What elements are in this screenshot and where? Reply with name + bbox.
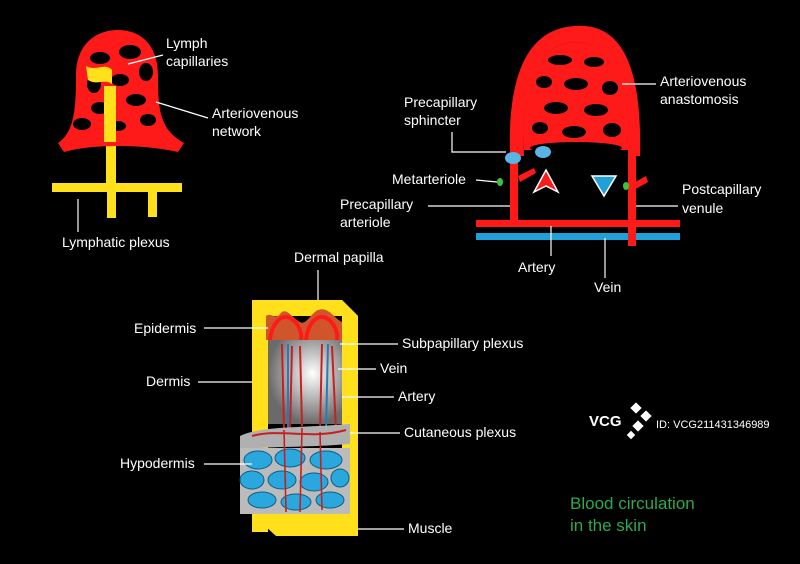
label-dermal-papilla: Dermal papilla <box>294 249 384 265</box>
lymph-capillary-stem <box>104 86 116 142</box>
label-precapillary-arteriole-line2: arteriole <box>340 214 391 230</box>
caption-line1: Blood circulation <box>570 494 695 513</box>
sphincter-right <box>535 146 551 158</box>
cutaneous-plexus-band <box>240 424 350 450</box>
label-postcapillary-venule-line1: Postcapillary <box>682 181 761 197</box>
label-artery-top: Artery <box>518 259 555 275</box>
watermark-logo-text: VCG <box>589 413 622 430</box>
papilla-loop-2 <box>304 315 340 345</box>
lymph-network-illustration <box>52 30 184 218</box>
dermis-layer <box>268 340 342 424</box>
precapillary-arteriole-vessel <box>510 150 518 222</box>
venule-branch <box>628 176 648 192</box>
hypodermal-vessels <box>283 427 323 513</box>
label-lymphatic-plexus: Lymphatic plexus <box>62 234 170 250</box>
leader-metarteriole <box>475 179 498 183</box>
vein-bar <box>476 233 680 240</box>
label-vein: Vein <box>380 360 407 376</box>
muscle-layer <box>252 514 358 536</box>
leader-lymph-capillaries <box>127 54 164 65</box>
artery-bar <box>476 220 680 227</box>
label-artery: Artery <box>398 388 435 404</box>
label-lymph-capillaries-line2: capillaries <box>166 53 228 69</box>
label-vein-top: Vein <box>594 279 621 295</box>
watermark-logo-mark <box>626 402 652 440</box>
arterial-flow-arrow <box>532 168 560 194</box>
dermal-veins <box>287 343 329 431</box>
label-arteriovenous-anastomosis-line1: Arteriovenous <box>660 73 746 89</box>
cutaneous-plexus-vessel <box>251 429 347 437</box>
postcapillary-venule-vessel <box>628 150 636 246</box>
leader-precapillary-sphincter <box>451 132 506 153</box>
label-muscle: Muscle <box>408 520 453 536</box>
leader-arteriovenous-network <box>155 101 209 119</box>
label-hypodermis: Hypodermis <box>120 455 195 471</box>
lymphatic-plexus-shape <box>52 183 182 218</box>
capillary-gaps <box>530 55 622 154</box>
metarteriole-branch <box>518 168 536 182</box>
anastomosis-illustration <box>476 25 680 246</box>
lymph-stem <box>106 140 116 186</box>
skin-cross-section <box>239 300 358 536</box>
watermark: VCG ID: VCG211431346989 <box>589 402 770 440</box>
metarteriole-marker <box>497 178 503 186</box>
label-postcapillary-venule-line2: venule <box>682 200 723 216</box>
venule-marker <box>623 182 629 190</box>
label-cutaneous-plexus: Cutaneous plexus <box>404 424 516 440</box>
label-arteriovenous-anastomosis-line2: anastomosis <box>660 91 739 107</box>
dermal-vessels <box>281 343 337 433</box>
label-arteriovenous-network-line1: Arteriovenous <box>212 105 298 121</box>
label-precapillary-arteriole-line1: Precapillary <box>340 196 413 212</box>
label-arteriovenous-network-line2: network <box>212 123 262 139</box>
lymph-capillary-loop <box>86 66 112 84</box>
label-lymph-capillaries-line1: Lymph <box>166 35 208 51</box>
capillary-arch <box>509 25 641 156</box>
label-epidermis: Epidermis <box>134 320 196 336</box>
sphincter-left <box>505 152 521 164</box>
label-subpapillary-plexus: Subpapillary plexus <box>402 335 523 351</box>
capillary-network-fill <box>523 42 628 150</box>
label-dermis: Dermis <box>146 373 190 389</box>
skin-block-top <box>252 300 358 316</box>
papilla-loop-1 <box>268 315 304 345</box>
venous-flow-arrow <box>590 175 618 198</box>
label-precapillary-sphincter-line2: sphincter <box>404 112 461 128</box>
watermark-id: ID: VCG211431346989 <box>656 419 770 431</box>
fat-cells <box>239 448 350 511</box>
label-precapillary-sphincter-line1: Precapillary <box>404 94 477 110</box>
caption-line2: in the skin <box>570 516 647 535</box>
label-metarteriole: Metarteriole <box>392 171 466 187</box>
